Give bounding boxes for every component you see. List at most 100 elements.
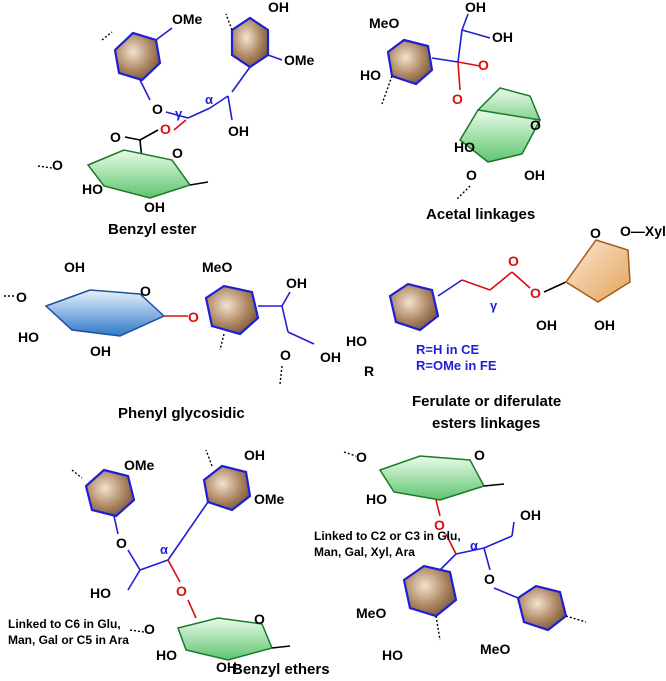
- bond: [281, 291, 291, 307]
- hydroxyl-label: HO: [18, 329, 39, 345]
- chain-continuation: [37, 165, 53, 169]
- chain-continuation: [225, 13, 233, 31]
- acetal-bond: [457, 61, 481, 67]
- gamma-label: γ: [490, 298, 498, 313]
- arabinose-ring: [564, 239, 631, 303]
- ester-bond: [511, 271, 531, 289]
- ring-oxygen-label: O: [140, 283, 151, 299]
- ring-oxygen-label: O: [530, 117, 541, 133]
- bond: [127, 549, 141, 571]
- chain-continuation: [435, 615, 441, 641]
- bond: [511, 521, 515, 537]
- gamma-label: γ: [175, 106, 183, 121]
- phenyl-glycosidic-structure: OH O O HO OH O MeO OH OH O Phenyl glycos…: [4, 259, 341, 422]
- hydroxyl-label: HO: [90, 585, 111, 601]
- bond: [483, 547, 491, 571]
- hydroxyl-label: OH: [90, 343, 111, 359]
- hydroxyl-label: HO: [382, 647, 403, 663]
- bond: [543, 281, 567, 293]
- benzyl-ethers-caption: Benzyl ethers: [232, 661, 330, 678]
- hydroxyl-label: OH: [524, 167, 545, 183]
- bond: [457, 29, 463, 63]
- glycosidic-oxygen-label: O: [188, 309, 199, 325]
- ester-oxygen-label: O: [160, 121, 171, 137]
- benzyl-ether-left-structure: OMe O HO α OH OMe O O O HO OH Linked to …: [8, 447, 291, 675]
- ester-bond: [173, 119, 187, 131]
- chain-continuation: [129, 629, 145, 633]
- methoxy-label: MeO: [480, 641, 510, 657]
- double-bond: [461, 279, 491, 291]
- methyl-bond: [483, 483, 505, 487]
- methoxy-label: MeO: [369, 15, 399, 31]
- c2-note-line1: Linked to C2 or C3 in Glu,: [314, 529, 461, 543]
- ester-oxygen-label: O: [530, 285, 541, 301]
- aromatic-ring: [402, 564, 458, 618]
- bond: [437, 279, 463, 297]
- bond: [187, 107, 211, 119]
- bond: [165, 111, 189, 119]
- chain-continuation: [455, 185, 471, 201]
- bond: [227, 95, 233, 121]
- ring-oxygen-label: O: [590, 225, 601, 241]
- carbonyl-oxygen-label: O: [508, 253, 519, 269]
- methoxy-label: OMe: [172, 11, 203, 27]
- chain-continuation: [205, 449, 213, 467]
- bond: [287, 331, 315, 345]
- oxygen-label: O: [280, 347, 291, 363]
- ether-bond: [445, 533, 457, 555]
- acetal-structure: MeO HO OH OH O O O HO O OH Acetal linkag…: [360, 0, 545, 223]
- chain-continuation: [279, 365, 283, 385]
- hydroxyl-label: OH: [320, 349, 341, 365]
- sugar-ring: [459, 109, 542, 163]
- hydroxyl-label: HO: [346, 333, 367, 349]
- hydroxyl-label: OH: [594, 317, 615, 333]
- ether-oxygen-label: O: [176, 583, 187, 599]
- bond: [281, 305, 289, 333]
- hydroxyl-label: OH: [520, 507, 541, 523]
- hydroxyl-label: HO: [454, 139, 475, 155]
- alpha-label: α: [470, 538, 478, 553]
- bond: [127, 569, 141, 591]
- bond: [139, 79, 151, 101]
- bond: [139, 129, 159, 141]
- methyl-bond: [189, 181, 209, 186]
- oxygen-label: O: [484, 571, 495, 587]
- alpha-label: α: [205, 92, 213, 107]
- chain-continuation: [101, 31, 113, 41]
- bond: [439, 553, 457, 571]
- hydroxyl-label: OH: [268, 0, 289, 15]
- oxygen-label: O: [144, 621, 155, 637]
- bond: [209, 95, 229, 109]
- acetal-bond: [457, 61, 461, 91]
- aromatic-ring: [388, 282, 440, 332]
- aromatic-ring-1: [113, 31, 162, 82]
- bond: [489, 271, 513, 291]
- methoxy-label: MeO: [356, 605, 386, 621]
- methoxy-label: OMe: [284, 52, 315, 68]
- hydroxyl-label: OH: [64, 259, 85, 275]
- oxygen-label: O: [466, 167, 477, 183]
- bond: [139, 559, 169, 571]
- aromatic-ring: [202, 464, 252, 512]
- hydroxyl-label: OH: [144, 199, 165, 215]
- c6-note-line2: Man, Gal or C5 in Ara: [8, 633, 129, 647]
- hydroxyl-label: OH: [216, 659, 237, 675]
- ring-oxygen-label: O: [172, 145, 183, 161]
- ether-bond: [167, 559, 181, 583]
- substituent-r-label: R: [364, 363, 374, 379]
- bond: [493, 587, 519, 599]
- ferulate-ester-structure: HO R O γ O O O—Xylan OH OH R=H in CE R=O…: [346, 223, 666, 432]
- oxygen-label: O: [152, 101, 163, 117]
- hydroxyl-label: OH: [286, 275, 307, 291]
- methoxy-label: MeO: [202, 259, 232, 275]
- bond: [113, 515, 119, 535]
- hydroxyl-label: OH: [228, 123, 249, 139]
- hydroxyl-label: HO: [366, 491, 387, 507]
- oxygen-label: O: [116, 535, 127, 551]
- bond: [431, 57, 459, 63]
- hydroxyl-label: OH: [244, 447, 265, 463]
- carbonyl-bond: [124, 136, 141, 141]
- bond: [155, 27, 173, 41]
- oxygen-label: O: [356, 449, 367, 465]
